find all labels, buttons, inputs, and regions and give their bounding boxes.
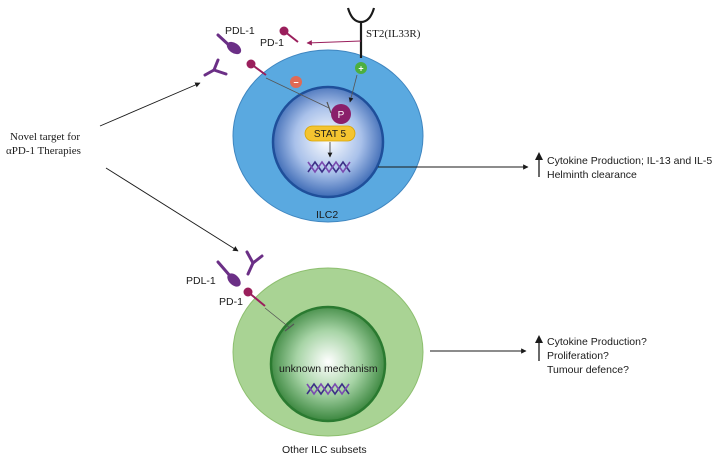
ilc2-pdl1-label: PDL-1: [225, 25, 255, 37]
other-pd1-receptor: [243, 287, 266, 307]
ilc2-outcome-cytokine: Cytokine Production; IL-13 and IL-5: [547, 155, 712, 167]
stat5-badge: STAT 5: [304, 125, 356, 142]
arrow-to-other-ilc: [105, 167, 239, 252]
other-ilc-nucleus: [269, 305, 387, 423]
other-ilc-cell: [232, 267, 424, 437]
other-dna-icon: [306, 382, 350, 396]
ilc2-dna-icon: [307, 160, 351, 174]
svg-text:P: P: [338, 110, 345, 121]
other-ilc-cell-label: Other ILC subsets: [282, 444, 367, 456]
ilc2-pd1-receptor-top: [279, 26, 299, 43]
svg-text:+: +: [358, 64, 363, 74]
ilc2-cell-label: ILC2: [316, 209, 338, 221]
ilc2-outcome-helminth: Helminth clearance: [547, 169, 637, 181]
other-inhibition-line: [264, 307, 291, 329]
other-pd1-label: PD-1: [219, 296, 243, 308]
ilc2-pd1-receptor-membrane: [246, 59, 267, 76]
arrow-to-ilc2: [99, 82, 201, 127]
ilc2-up-arrow-icon: [535, 152, 543, 177]
other-pdl1-label: PDL-1: [186, 275, 216, 287]
st2-activation-arrow: [348, 74, 358, 103]
other-outcome-cytokine: Cytokine Production?: [547, 336, 647, 348]
st2-to-pd1-arrow: [306, 40, 362, 46]
other-outcome-tumour: Tumour defence?: [547, 364, 629, 376]
other-inhibition-bar: [284, 323, 295, 332]
st2-receptor: [346, 7, 376, 58]
novel-target-label-line1: Novel target for: [10, 131, 80, 143]
other-pdl1-ligand: [216, 260, 241, 287]
ilc2-antibody-icon: [203, 58, 228, 77]
phospho-p-icon: P: [331, 104, 351, 124]
unknown-mechanism-label: unknown mechanism: [279, 363, 378, 375]
svg-text:−: −: [293, 78, 298, 88]
novel-target-label-line2: αPD-1 Therapies: [6, 145, 81, 157]
ilc2-pd1-label: PD-1: [260, 37, 284, 49]
other-up-arrow-icon: [535, 335, 543, 361]
svg-text:STAT 5: STAT 5: [314, 129, 347, 140]
inhibition-line: [265, 77, 330, 109]
other-outcome-proliferation: Proliferation?: [547, 350, 609, 362]
ilc2-pdl1-ligand: [216, 33, 242, 55]
ilc2-nucleus: [271, 85, 385, 199]
plus-badge: +: [355, 62, 367, 74]
st2-receptor-label: ST2(IL33R): [366, 28, 421, 40]
other-antibody-icon: [245, 250, 264, 276]
minus-badge: −: [290, 76, 302, 88]
inhibition-bar: [326, 101, 332, 114]
